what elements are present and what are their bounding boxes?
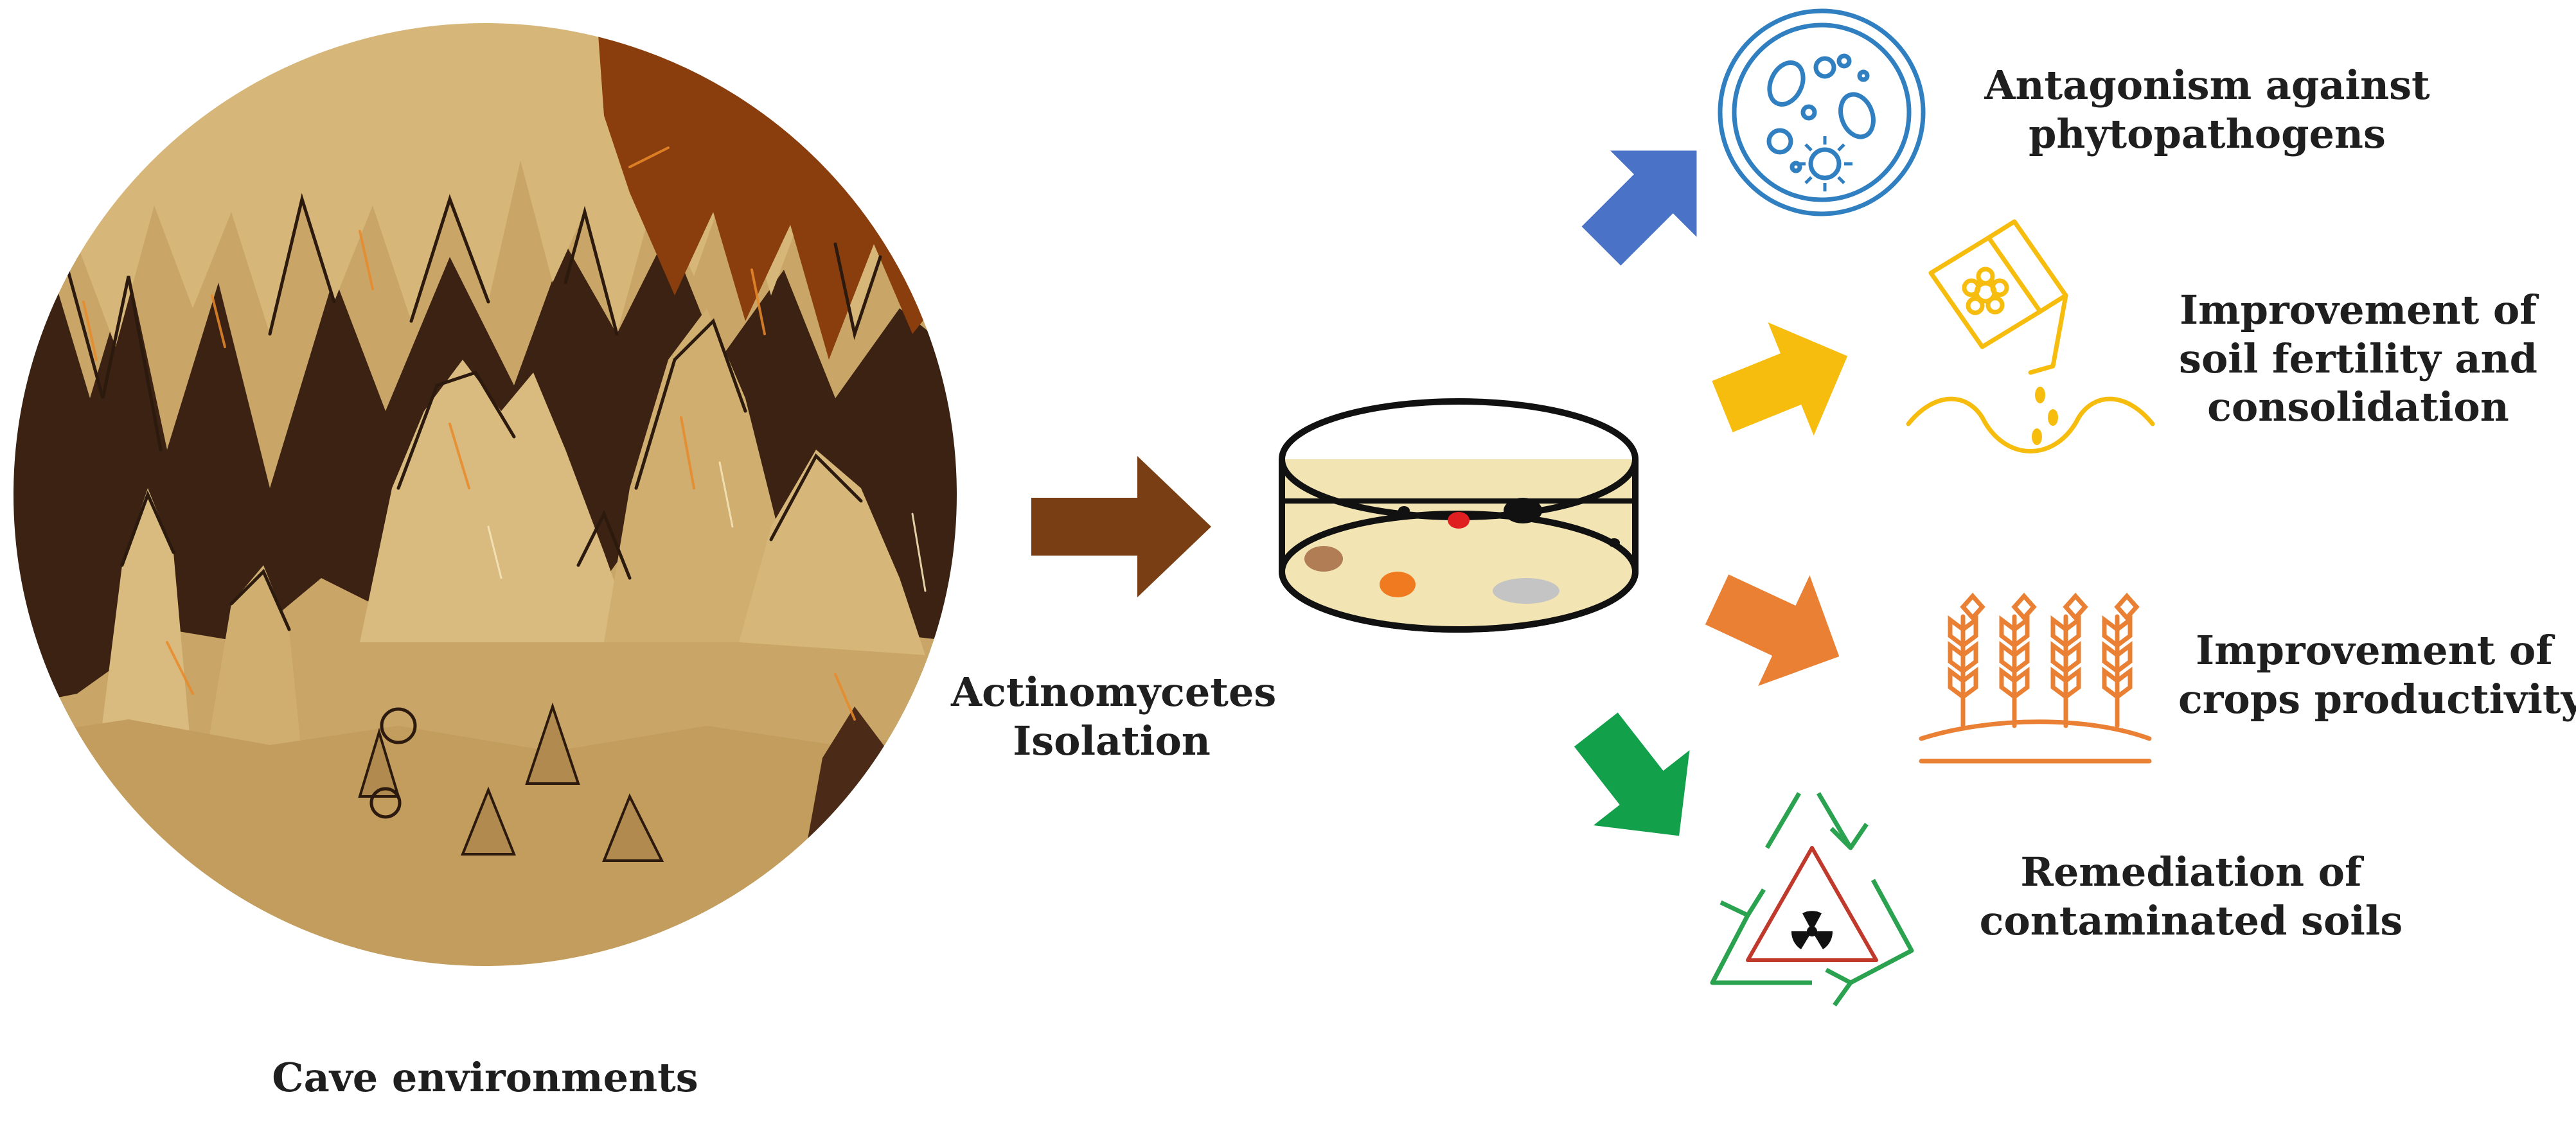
outcome-soil-line1: Improvement of (2180, 286, 2537, 333)
outcome-label-remediation: Remediation of contaminated soils (1941, 848, 2442, 945)
isolation-label-line2: Isolation (1013, 717, 1211, 764)
arrow-soil-fertility (1712, 322, 1848, 436)
outcome-soil-line2: soil fertility and (2179, 335, 2537, 382)
recycle-radiation-icon (1710, 792, 1914, 1007)
outcome-label-soil-fertility: Improvement of soil fertility and consol… (2159, 286, 2557, 432)
cave-environments-label: Cave environments (154, 1053, 816, 1102)
isolation-label-line1: Actinomycetes (951, 669, 1277, 716)
cave-border (12, 22, 958, 967)
outcome-antagonism-line2: phytopathogens (2029, 110, 2386, 157)
arrow-antagonism (1581, 150, 1697, 266)
outcome-antagonism-line1: Antagonism against (1984, 62, 2430, 109)
outcome-remediation-line2: contaminated soils (1979, 897, 2403, 944)
outcome-crops-line2: crops productivity (2178, 675, 2576, 723)
isolation-label: Actinomycetes Isolation (951, 668, 1277, 765)
arrow-remediation (1574, 712, 1690, 836)
fertilizer-bag-icon (1906, 219, 2155, 453)
arrow-crops-productivity (1705, 574, 1840, 687)
outcome-soil-line3: consolidation (2207, 383, 2509, 431)
outcome-remediation-line1: Remediation of (2020, 848, 2362, 895)
cave-illustration (13, 22, 957, 967)
outcome-label-antagonism: Antagonism against phytopathogens (1941, 61, 2474, 158)
isolation-arrow (1031, 456, 1211, 597)
outcome-label-crops: Improvement of crops productivity (2178, 626, 2576, 723)
wheat-crops-icon (1919, 592, 2152, 764)
outcome-crops-line1: Improvement of (2196, 627, 2553, 674)
cave-environments-text: Cave environments (272, 1054, 698, 1101)
petri-dish-icon (1279, 398, 1639, 633)
petri-dish-microbes-icon (1718, 8, 1926, 216)
